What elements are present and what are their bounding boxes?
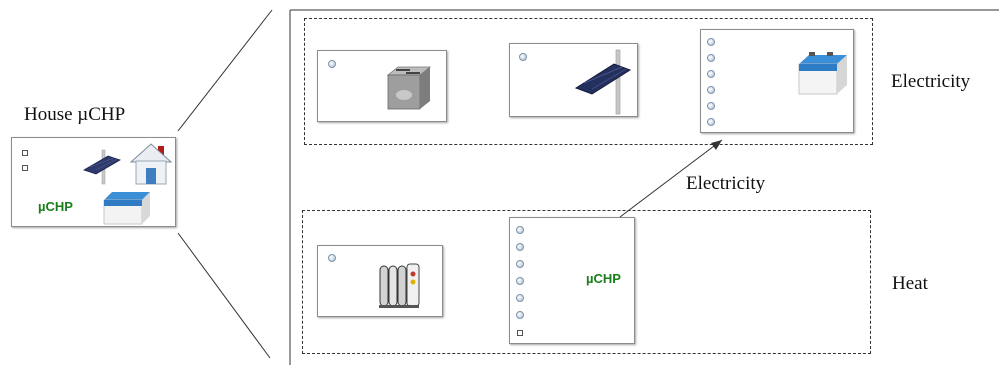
heater-box[interactable] bbox=[317, 245, 443, 317]
heat-group bbox=[302, 210, 871, 354]
port-dot bbox=[516, 311, 524, 319]
electricity-group bbox=[304, 18, 873, 145]
uchp-box[interactable]: µCHP bbox=[509, 217, 635, 344]
uchp-label: µCHP bbox=[586, 271, 621, 286]
house-title: House µCHP bbox=[24, 104, 126, 125]
port-dot bbox=[516, 260, 524, 268]
port-dot bbox=[707, 86, 715, 94]
flow-label: Electricity bbox=[686, 173, 766, 194]
port-square bbox=[517, 330, 523, 336]
port-dot bbox=[328, 60, 336, 68]
house-box[interactable]: µCHP bbox=[11, 137, 176, 227]
house-uchp-label: µCHP bbox=[38, 199, 73, 214]
port-dot bbox=[516, 243, 524, 251]
port-dot bbox=[707, 54, 715, 62]
port-dot bbox=[707, 70, 715, 78]
port-dot bbox=[516, 294, 524, 302]
port-dot bbox=[519, 53, 527, 61]
toaster-icon bbox=[386, 66, 432, 110]
port-dot bbox=[707, 102, 715, 110]
solar-panel-icon bbox=[574, 49, 632, 115]
house-port bbox=[22, 150, 28, 156]
port-dot bbox=[707, 38, 715, 46]
heater-icon bbox=[379, 263, 420, 308]
solar-panel-icon bbox=[83, 149, 121, 185]
solar-panel-box[interactable] bbox=[509, 43, 638, 117]
port-dot bbox=[516, 226, 524, 234]
electricity-group-label: Electricity bbox=[891, 71, 971, 92]
battery-box[interactable] bbox=[700, 29, 854, 133]
battery-icon bbox=[103, 192, 150, 225]
heat-group-label: Heat bbox=[892, 273, 928, 294]
port-dot bbox=[707, 118, 715, 126]
house-port bbox=[22, 165, 28, 171]
toaster-box[interactable] bbox=[317, 50, 447, 122]
house-icon bbox=[129, 143, 173, 185]
port-dot bbox=[328, 254, 336, 262]
port-dot bbox=[516, 277, 524, 285]
battery-icon bbox=[798, 52, 847, 95]
